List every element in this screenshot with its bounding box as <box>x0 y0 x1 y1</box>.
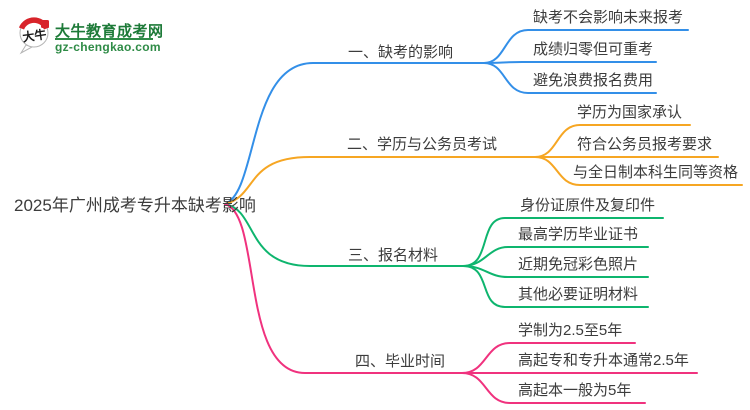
branch-3-leaf-2-connector <box>462 246 649 267</box>
branch-1-leaf-1-connector <box>483 29 689 64</box>
branch-4-leaf-1-connector <box>461 342 636 374</box>
leaf-node: 高起专和专升本通常2.5年 <box>518 352 689 369</box>
site-name: 大牛教育成考网 <box>55 23 164 40</box>
site-logo: 大牛 大牛教育成考网 gz-chengkao.com <box>17 13 207 61</box>
leaf-node: 身份证原件及复印件 <box>520 197 656 214</box>
branch-2-lines <box>224 124 743 205</box>
branch-node-2: 二、学历与公务员考试 <box>347 136 498 153</box>
branch-node-3: 三、报名材料 <box>348 247 439 264</box>
branch-2-leaf-1-connector <box>534 124 691 158</box>
leaf-node: 缺考不会影响未来报考 <box>533 9 684 26</box>
branch-1-leaf-2-connector <box>483 61 657 64</box>
leaf-node: 高起本一般为5年 <box>518 382 632 399</box>
branch-1-main-connector <box>224 62 485 205</box>
logo-bull-icon: 大牛 <box>18 17 50 55</box>
red-seal-stamp <box>41 20 49 28</box>
logo-divider <box>55 38 153 40</box>
leaf-node: 避免浪费报名费用 <box>533 72 654 89</box>
leaf-node: 符合公务员报考要求 <box>577 136 713 153</box>
branch-1-leaf-3-connector <box>483 62 657 94</box>
branch-1-lines <box>224 29 689 205</box>
leaf-node: 其他必要证明材料 <box>518 286 639 303</box>
leaf-node: 学历为国家承认 <box>577 104 683 121</box>
branch-2-leaf-3-connector <box>534 156 743 186</box>
leaf-node: 与全日制本科生同等资格 <box>573 164 739 181</box>
leaf-node: 近期免冠彩色照片 <box>518 256 639 273</box>
leaf-node: 最高学历毕业证书 <box>518 226 639 243</box>
branch-3-main-connector <box>224 203 464 267</box>
branch-2-main-connector <box>224 156 536 205</box>
branch-node-4: 四、毕业时间 <box>355 353 446 370</box>
site-url: gz-chengkao.com <box>55 40 161 54</box>
branch-3-leaf-4-connector <box>462 265 649 308</box>
branch-3-lines <box>224 203 664 308</box>
branch-node-1: 一、缺考的影响 <box>348 44 454 61</box>
root-topic: 2025年广州成考专升本缺考影响 <box>14 196 256 215</box>
logo-icon-text: 大牛 <box>21 26 47 44</box>
branch-4-lines <box>224 203 698 404</box>
branch-4-leaf-3-connector <box>461 372 646 404</box>
branch-4-main-connector <box>224 203 463 374</box>
leaf-node: 成绩归零但可重考 <box>533 41 654 58</box>
leaf-node: 学制为2.5至5年 <box>518 322 623 339</box>
